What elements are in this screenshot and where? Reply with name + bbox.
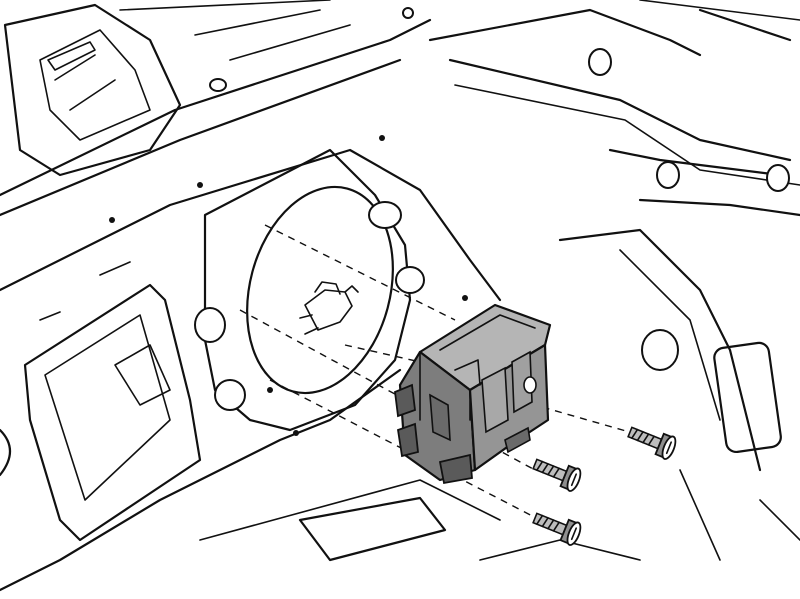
screw-icon <box>532 458 582 492</box>
connector-icon <box>299 281 359 335</box>
screw-icon <box>627 426 677 460</box>
screw-icon <box>532 512 582 546</box>
control-module-icon <box>394 303 552 485</box>
